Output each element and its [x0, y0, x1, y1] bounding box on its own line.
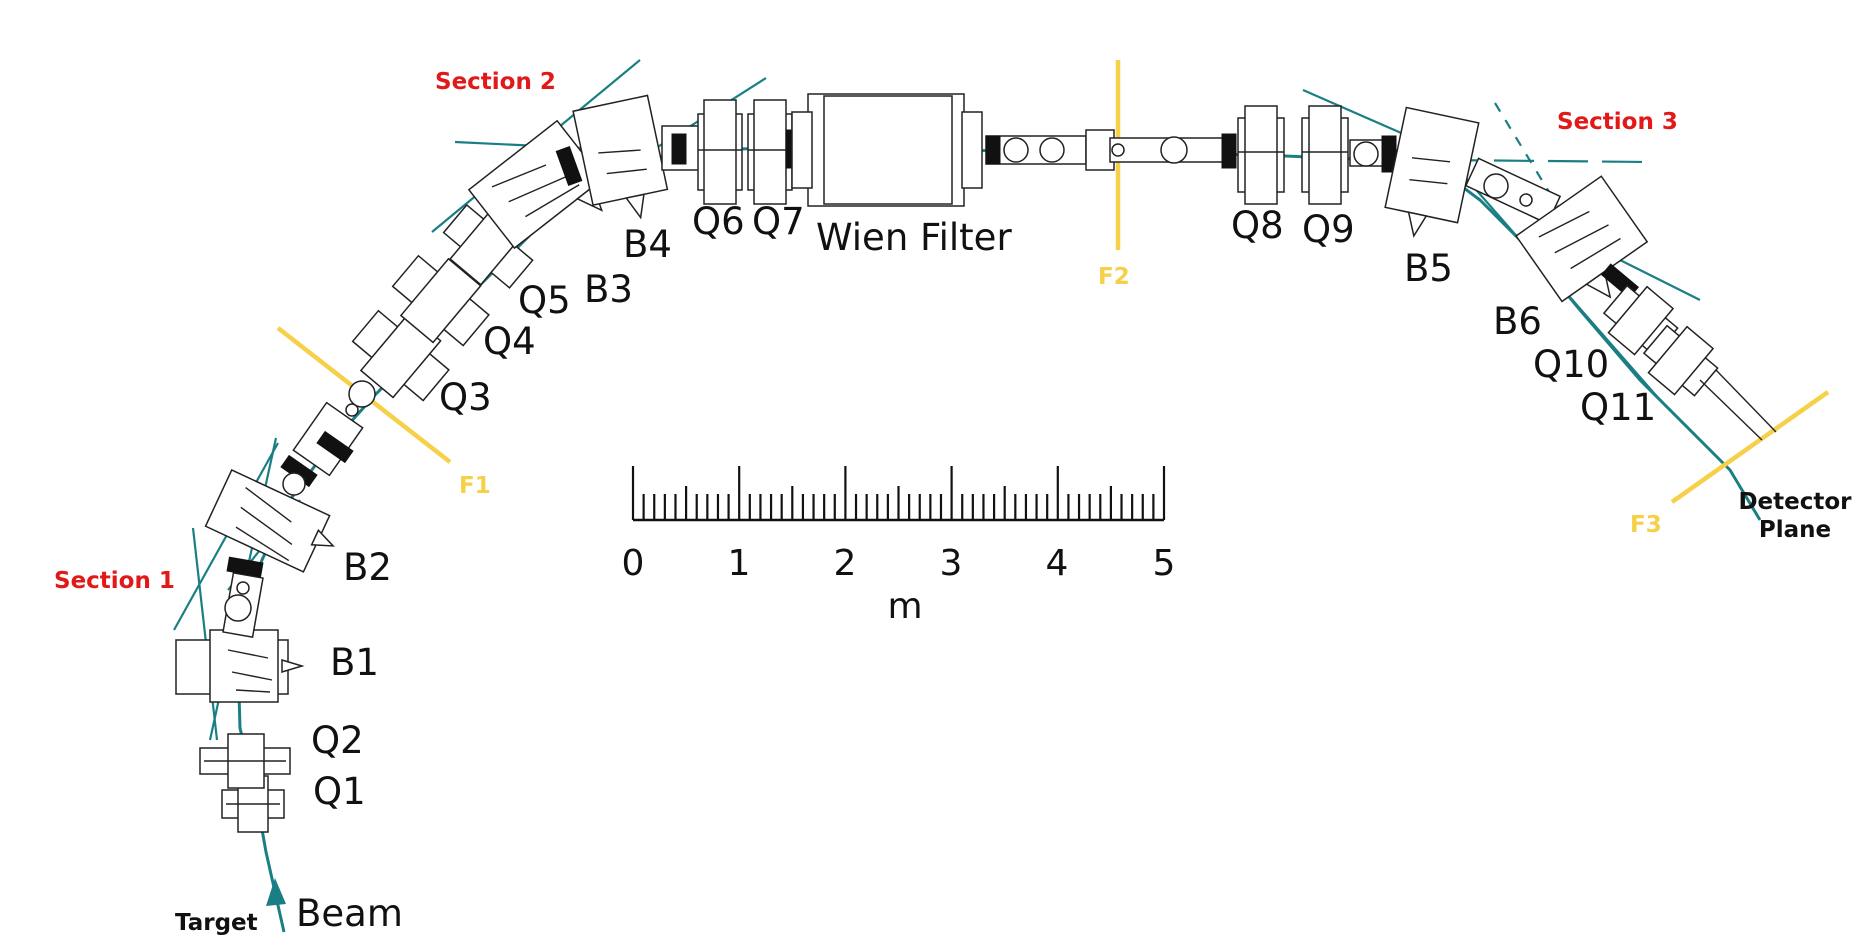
q2-label: Q2 [311, 719, 364, 762]
section-1-label: Section 1 [54, 568, 175, 594]
detector-exit-pipe [1699, 369, 1777, 441]
section-3-label: Section 3 [1557, 109, 1678, 135]
scale-label-0: 0 [622, 543, 645, 584]
q7-label: Q7 [752, 200, 805, 243]
b5-dipole [1384, 106, 1480, 238]
b4-label: B4 [623, 223, 672, 266]
f2-label: F2 [1098, 264, 1130, 290]
detector-plane-label-line1: Detector [1738, 489, 1852, 515]
q11-label: Q11 [1580, 386, 1656, 429]
q9-label: Q9 [1302, 208, 1355, 251]
beam-label: Beam [296, 892, 403, 935]
b1-b2-pipe [222, 556, 264, 639]
f1-label: F1 [459, 473, 491, 499]
scale-label-5: 5 [1153, 543, 1176, 584]
b5-label: B5 [1404, 247, 1453, 290]
q8-magnet [1237, 105, 1285, 205]
b2-chamber [280, 380, 376, 496]
f3-line [1670, 390, 1830, 504]
b2-dipole [204, 468, 335, 573]
q3-magnet [351, 309, 450, 402]
scale-unit: m [887, 586, 922, 627]
b5-b6-drift [1464, 157, 1562, 225]
q11-magnet [1642, 324, 1719, 397]
scale-label-2: 2 [834, 543, 857, 584]
q4-magnet [391, 254, 490, 347]
b6-dipole [1515, 175, 1649, 303]
q5-label: Q5 [518, 279, 571, 322]
q9-magnet [1301, 105, 1349, 205]
q8-label: Q8 [1231, 204, 1284, 247]
wien-to-q8-drift [985, 129, 1237, 171]
wien-filter-body [791, 93, 983, 207]
q3-label: Q3 [439, 376, 492, 419]
beamline-equipment [175, 93, 1777, 833]
b4-end-chamber [661, 125, 701, 171]
scale-label-1: 1 [728, 543, 751, 584]
b3-b4-flange [555, 146, 583, 186]
q9-b5-chamber [1349, 135, 1397, 173]
q6-label: Q6 [692, 200, 745, 243]
detector-plane-label-line2: Plane [1759, 517, 1831, 543]
q1-label: Q1 [313, 770, 366, 813]
scale-label-4: 4 [1046, 543, 1069, 584]
wien-filter-label: Wien Filter [816, 216, 1012, 259]
b6-label: B6 [1493, 300, 1542, 343]
b2-label: B2 [343, 546, 392, 589]
target-label: Target [175, 910, 258, 936]
scale-label-3: 3 [940, 543, 963, 584]
scale-bar: 0 1 2 3 4 5 m [622, 466, 1176, 627]
scale-ticks [631, 466, 1166, 520]
beam-arrow-icon [266, 878, 286, 906]
b1-dipole [175, 629, 305, 703]
b3-label: B3 [584, 268, 633, 311]
q7-magnet [747, 99, 793, 205]
q10-label: Q10 [1533, 343, 1609, 386]
q2-magnet [199, 733, 291, 789]
q6-magnet [697, 99, 743, 205]
b1-label: B1 [330, 641, 379, 684]
q4-label: Q4 [483, 320, 536, 363]
f3-label: F3 [1630, 512, 1662, 538]
section-2-label: Section 2 [435, 69, 556, 95]
b4-dipole [572, 94, 669, 220]
